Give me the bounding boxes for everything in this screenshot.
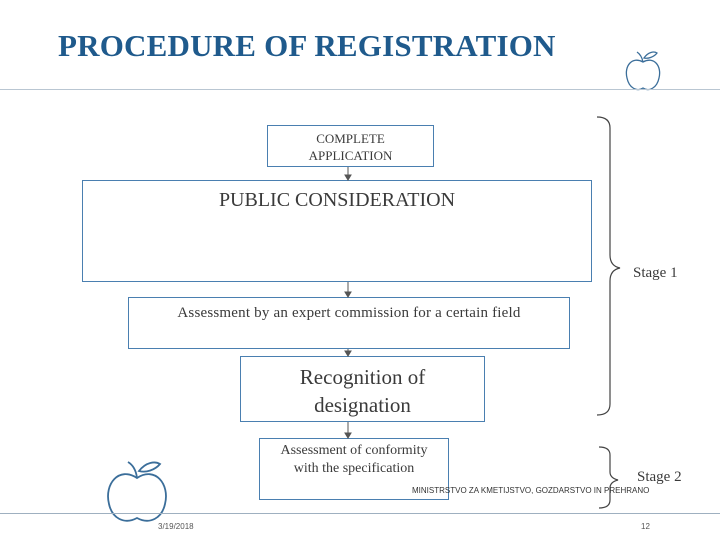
title-divider <box>0 89 720 90</box>
step-conformity-assessment: Assessment of conformity with the specif… <box>259 438 449 500</box>
brace-stage-2 <box>598 446 619 509</box>
step-recognition-label: Recognition of designation <box>299 365 426 417</box>
stage-1-label: Stage 1 <box>633 265 678 281</box>
brace-stage-1 <box>596 116 621 416</box>
step-recognition: Recognition of designation <box>240 356 485 422</box>
step-expert-assessment-label: Assessment by an expert commission for a… <box>177 305 521 321</box>
slide-title: PROCEDURE OF REGISTRATION <box>58 28 556 63</box>
step-complete-application-label: COMPLETE APPLICATION <box>308 131 393 163</box>
step-public-consideration-label: PUBLIC CONSIDERATION <box>218 189 456 211</box>
step-complete-application: COMPLETE APPLICATION <box>267 125 434 167</box>
step-conformity-assessment-label: Assessment of conformity with the specif… <box>280 443 428 476</box>
ministry-footer-text: MINISTRSTVO ZA KMETIJSTVO, GOZDARSTVO IN… <box>412 486 650 495</box>
page-number: 12 <box>641 522 650 531</box>
stage-2-label: Stage 2 <box>637 469 682 485</box>
footer-divider <box>0 513 720 514</box>
slide-date: 3/19/2018 <box>158 522 194 531</box>
step-public-consideration: PUBLIC CONSIDERATION <box>82 180 592 282</box>
step-expert-assessment: Assessment by an expert commission for a… <box>128 297 570 349</box>
